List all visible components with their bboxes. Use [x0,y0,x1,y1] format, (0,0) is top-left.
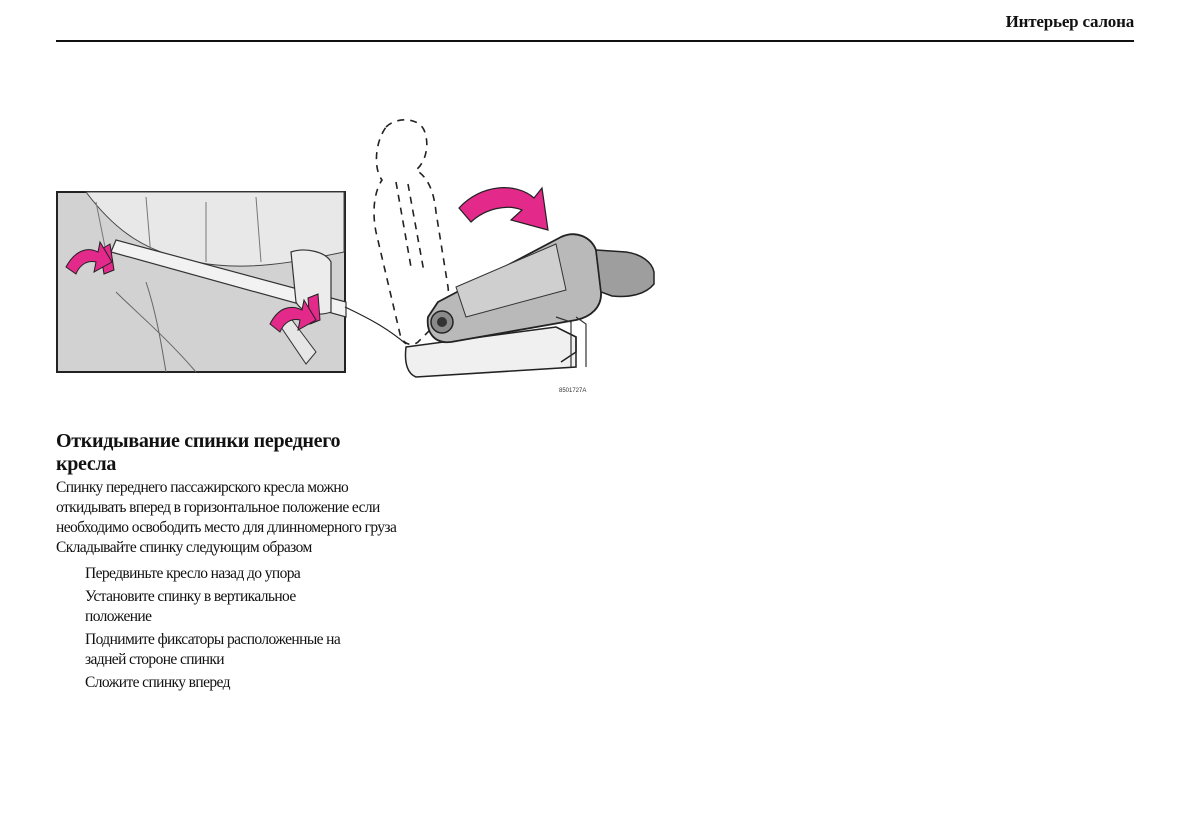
instruction-lead: Складывайте спинку следующим образом [56,539,312,556]
seatback-fold-section: Откидывание спинки переднего кресла Спин… [56,430,401,696]
step-item: Сложите спинку вперед [85,674,230,691]
section-heading: Откидывание спинки переднего кресла [56,430,341,475]
header-rule [56,40,1134,42]
intro-paragraph: Спинку переднего пассажирского кресла мо… [56,479,397,536]
step-item: Поднимите фиксаторы расположенные на зад… [85,631,341,668]
steps-list: Передвиньте кресло назад до упора Устано… [85,564,401,693]
step-item: Установите спинку в вертикальное положен… [85,588,296,625]
latch-closeup-inset [56,191,347,373]
page-section-title: Интерьер салона [1005,12,1135,31]
seat-fold-illustration: 8501727A [56,112,656,402]
figure-code: 8501727A [559,388,587,394]
seat-fold-arrow-icon [458,186,549,231]
step-item: Передвиньте кресло назад до упора [85,565,301,582]
seat-with-folded-back [404,233,655,378]
section-body: Спинку переднего пассажирского кресла мо… [56,478,401,558]
connector-line [344,306,407,345]
illustration-drawing [56,119,655,378]
latch-lift-arrow-icon [65,240,317,333]
